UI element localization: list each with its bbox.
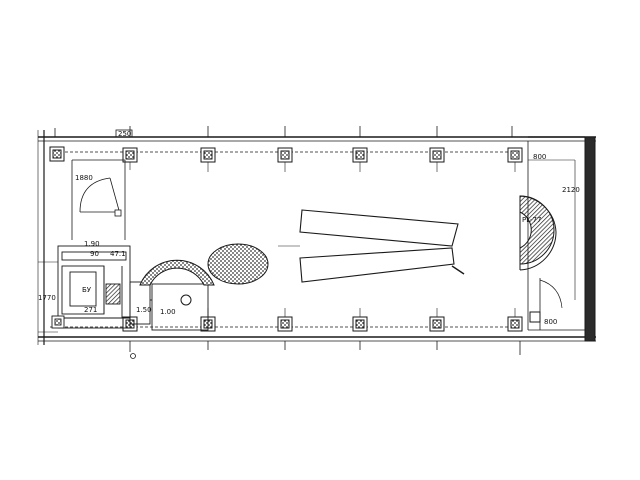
column-12 <box>429 316 445 332</box>
central-tables <box>278 209 465 283</box>
dim-right-inner: PL-77 <box>522 216 541 224</box>
dim-left-room: 1880 <box>75 174 93 182</box>
dim-left-small-a: 1.90 <box>84 240 100 248</box>
column-13 <box>507 316 523 332</box>
column-5 <box>352 147 368 163</box>
dim-right-top: 800 <box>533 153 546 161</box>
round-counter <box>139 243 269 306</box>
dim-left-margin: 1770 <box>38 294 56 302</box>
left-room-upper <box>71 159 126 240</box>
column-row-bottom <box>122 316 523 332</box>
dimension-labels: 250 1880 1.90 90 47.1 БУ 1770 271 1.50 1… <box>38 130 580 326</box>
dim-left-small-b: 90 <box>90 250 99 258</box>
column-11 <box>352 316 368 332</box>
table-upper <box>299 209 459 247</box>
dim-left-small-c: 47.1 <box>110 250 126 258</box>
dim-left-inner: 271 <box>84 306 97 314</box>
left-room-lower <box>38 245 209 333</box>
column-7 <box>507 147 523 163</box>
dim-right-bottom: 800 <box>544 318 557 326</box>
column-4 <box>277 147 293 163</box>
dim-right-side: 2120 <box>562 186 580 194</box>
column-1 <box>49 146 65 162</box>
table-lower <box>299 247 455 283</box>
column-6 <box>429 147 445 163</box>
dim-top-gap: 250 <box>118 130 131 138</box>
dim-left-inner-b: 1.50 <box>136 306 152 314</box>
dim-left-box: БУ <box>82 286 92 294</box>
dim-left-inner-c: 1.00 <box>160 308 176 316</box>
column-3 <box>200 147 216 163</box>
column-10 <box>277 316 293 332</box>
right-round-element <box>519 141 585 331</box>
column-2 <box>122 147 138 163</box>
